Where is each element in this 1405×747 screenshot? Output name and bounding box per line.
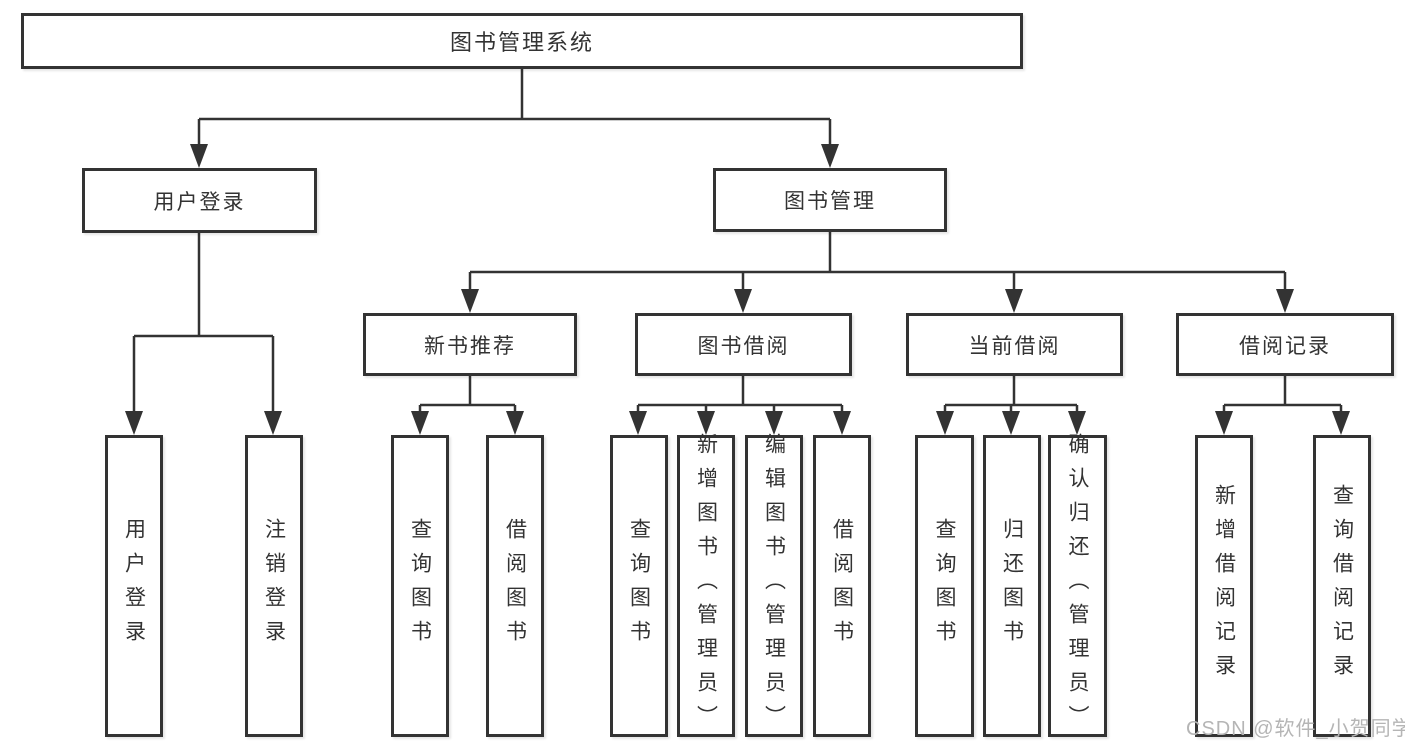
- arrow-down-icon: [506, 411, 524, 435]
- leaf-edit-book-admin-label: 编辑图书（管理员）: [762, 433, 786, 739]
- arrow-down-icon: [461, 289, 479, 313]
- leaf-borrow-books-recommend: 借阅图书: [486, 435, 544, 737]
- leaf-add-borrow-record: 新增借阅记录: [1195, 435, 1253, 737]
- leaf-user-login: 用户登录: [105, 435, 163, 737]
- leaf-add-book-admin: 新增图书（管理员）: [677, 433, 735, 739]
- node-library-system-label: 图书管理系统: [449, 30, 594, 55]
- leaf-query-books-current-label: 查询图书: [933, 518, 956, 654]
- node-new-book-recommendation-label: 新书推荐: [424, 334, 516, 358]
- arrow-down-icon: [1276, 289, 1294, 313]
- arrow-down-icon: [1215, 411, 1233, 435]
- node-book-management-label: 图书管理: [784, 190, 876, 213]
- arrow-down-icon: [125, 411, 143, 435]
- node-book-borrowing: 图书借阅: [635, 313, 852, 376]
- arrow-down-icon: [1002, 411, 1020, 435]
- arrow-down-icon: [264, 411, 282, 435]
- arrow-down-icon: [821, 144, 839, 168]
- arrow-down-icon: [411, 411, 429, 435]
- arrow-down-icon: [1068, 411, 1086, 435]
- leaf-borrow-books: 借阅图书: [813, 435, 871, 737]
- arrow-down-icon: [734, 289, 752, 313]
- leaf-edit-book-admin: 编辑图书（管理员）: [745, 433, 803, 739]
- node-current-borrowing: 当前借阅: [906, 313, 1123, 376]
- arrow-down-icon: [936, 411, 954, 435]
- leaf-logout-label: 注销登录: [262, 518, 286, 654]
- node-user-login-label: 用户登录: [153, 190, 246, 214]
- node-library-system: 图书管理系统: [21, 13, 1023, 69]
- leaf-add-borrow-record-label: 新增借阅记录: [1212, 484, 1236, 688]
- leaf-logout: 注销登录: [245, 435, 303, 737]
- node-borrowing-records-label: 借阅记录: [1239, 334, 1331, 358]
- arrow-down-icon: [1332, 411, 1350, 435]
- leaf-user-login-label: 用户登录: [122, 518, 146, 654]
- arrow-down-icon: [190, 144, 208, 168]
- leaf-confirm-return-admin: 确认归还（管理员）: [1048, 433, 1107, 739]
- leaf-query-borrow-record: 查询借阅记录: [1313, 435, 1371, 737]
- node-new-book-recommendation: 新书推荐: [363, 313, 577, 376]
- leaf-query-books-recommend-label: 查询图书: [408, 518, 432, 654]
- connector-arrows: [125, 144, 1350, 435]
- leaf-return-books-label: 归还图书: [1000, 518, 1024, 654]
- leaf-query-books-borrow-label: 查询图书: [627, 518, 651, 654]
- leaf-add-book-admin-label: 新增图书（管理员）: [694, 433, 718, 739]
- leaf-query-books-borrow: 查询图书: [610, 435, 668, 737]
- leaf-query-borrow-record-label: 查询借阅记录: [1330, 484, 1354, 688]
- arrow-down-icon: [629, 411, 647, 435]
- watermark: CSDN @软件_小贺同学: [1186, 718, 1405, 740]
- leaf-query-books-recommend: 查询图书: [391, 435, 449, 737]
- leaf-borrow-books-label: 借阅图书: [830, 518, 854, 654]
- node-user-login: 用户登录: [82, 168, 317, 233]
- arrow-down-icon: [1005, 289, 1023, 313]
- node-book-management: 图书管理: [713, 168, 947, 232]
- leaf-query-books-current: 查询图书: [915, 435, 974, 737]
- node-book-borrowing-label: 图书借阅: [697, 334, 790, 358]
- node-borrowing-records: 借阅记录: [1176, 313, 1394, 376]
- arrow-down-icon: [833, 411, 851, 435]
- leaf-borrow-books-recommend-label: 借阅图书: [503, 518, 527, 654]
- node-current-borrowing-label: 当前借阅: [968, 334, 1061, 358]
- arrow-down-icon: [765, 411, 783, 435]
- arrow-down-icon: [697, 411, 715, 435]
- leaf-return-books: 归还图书: [983, 435, 1041, 737]
- leaf-confirm-return-admin-label: 确认归还（管理员）: [1066, 433, 1089, 739]
